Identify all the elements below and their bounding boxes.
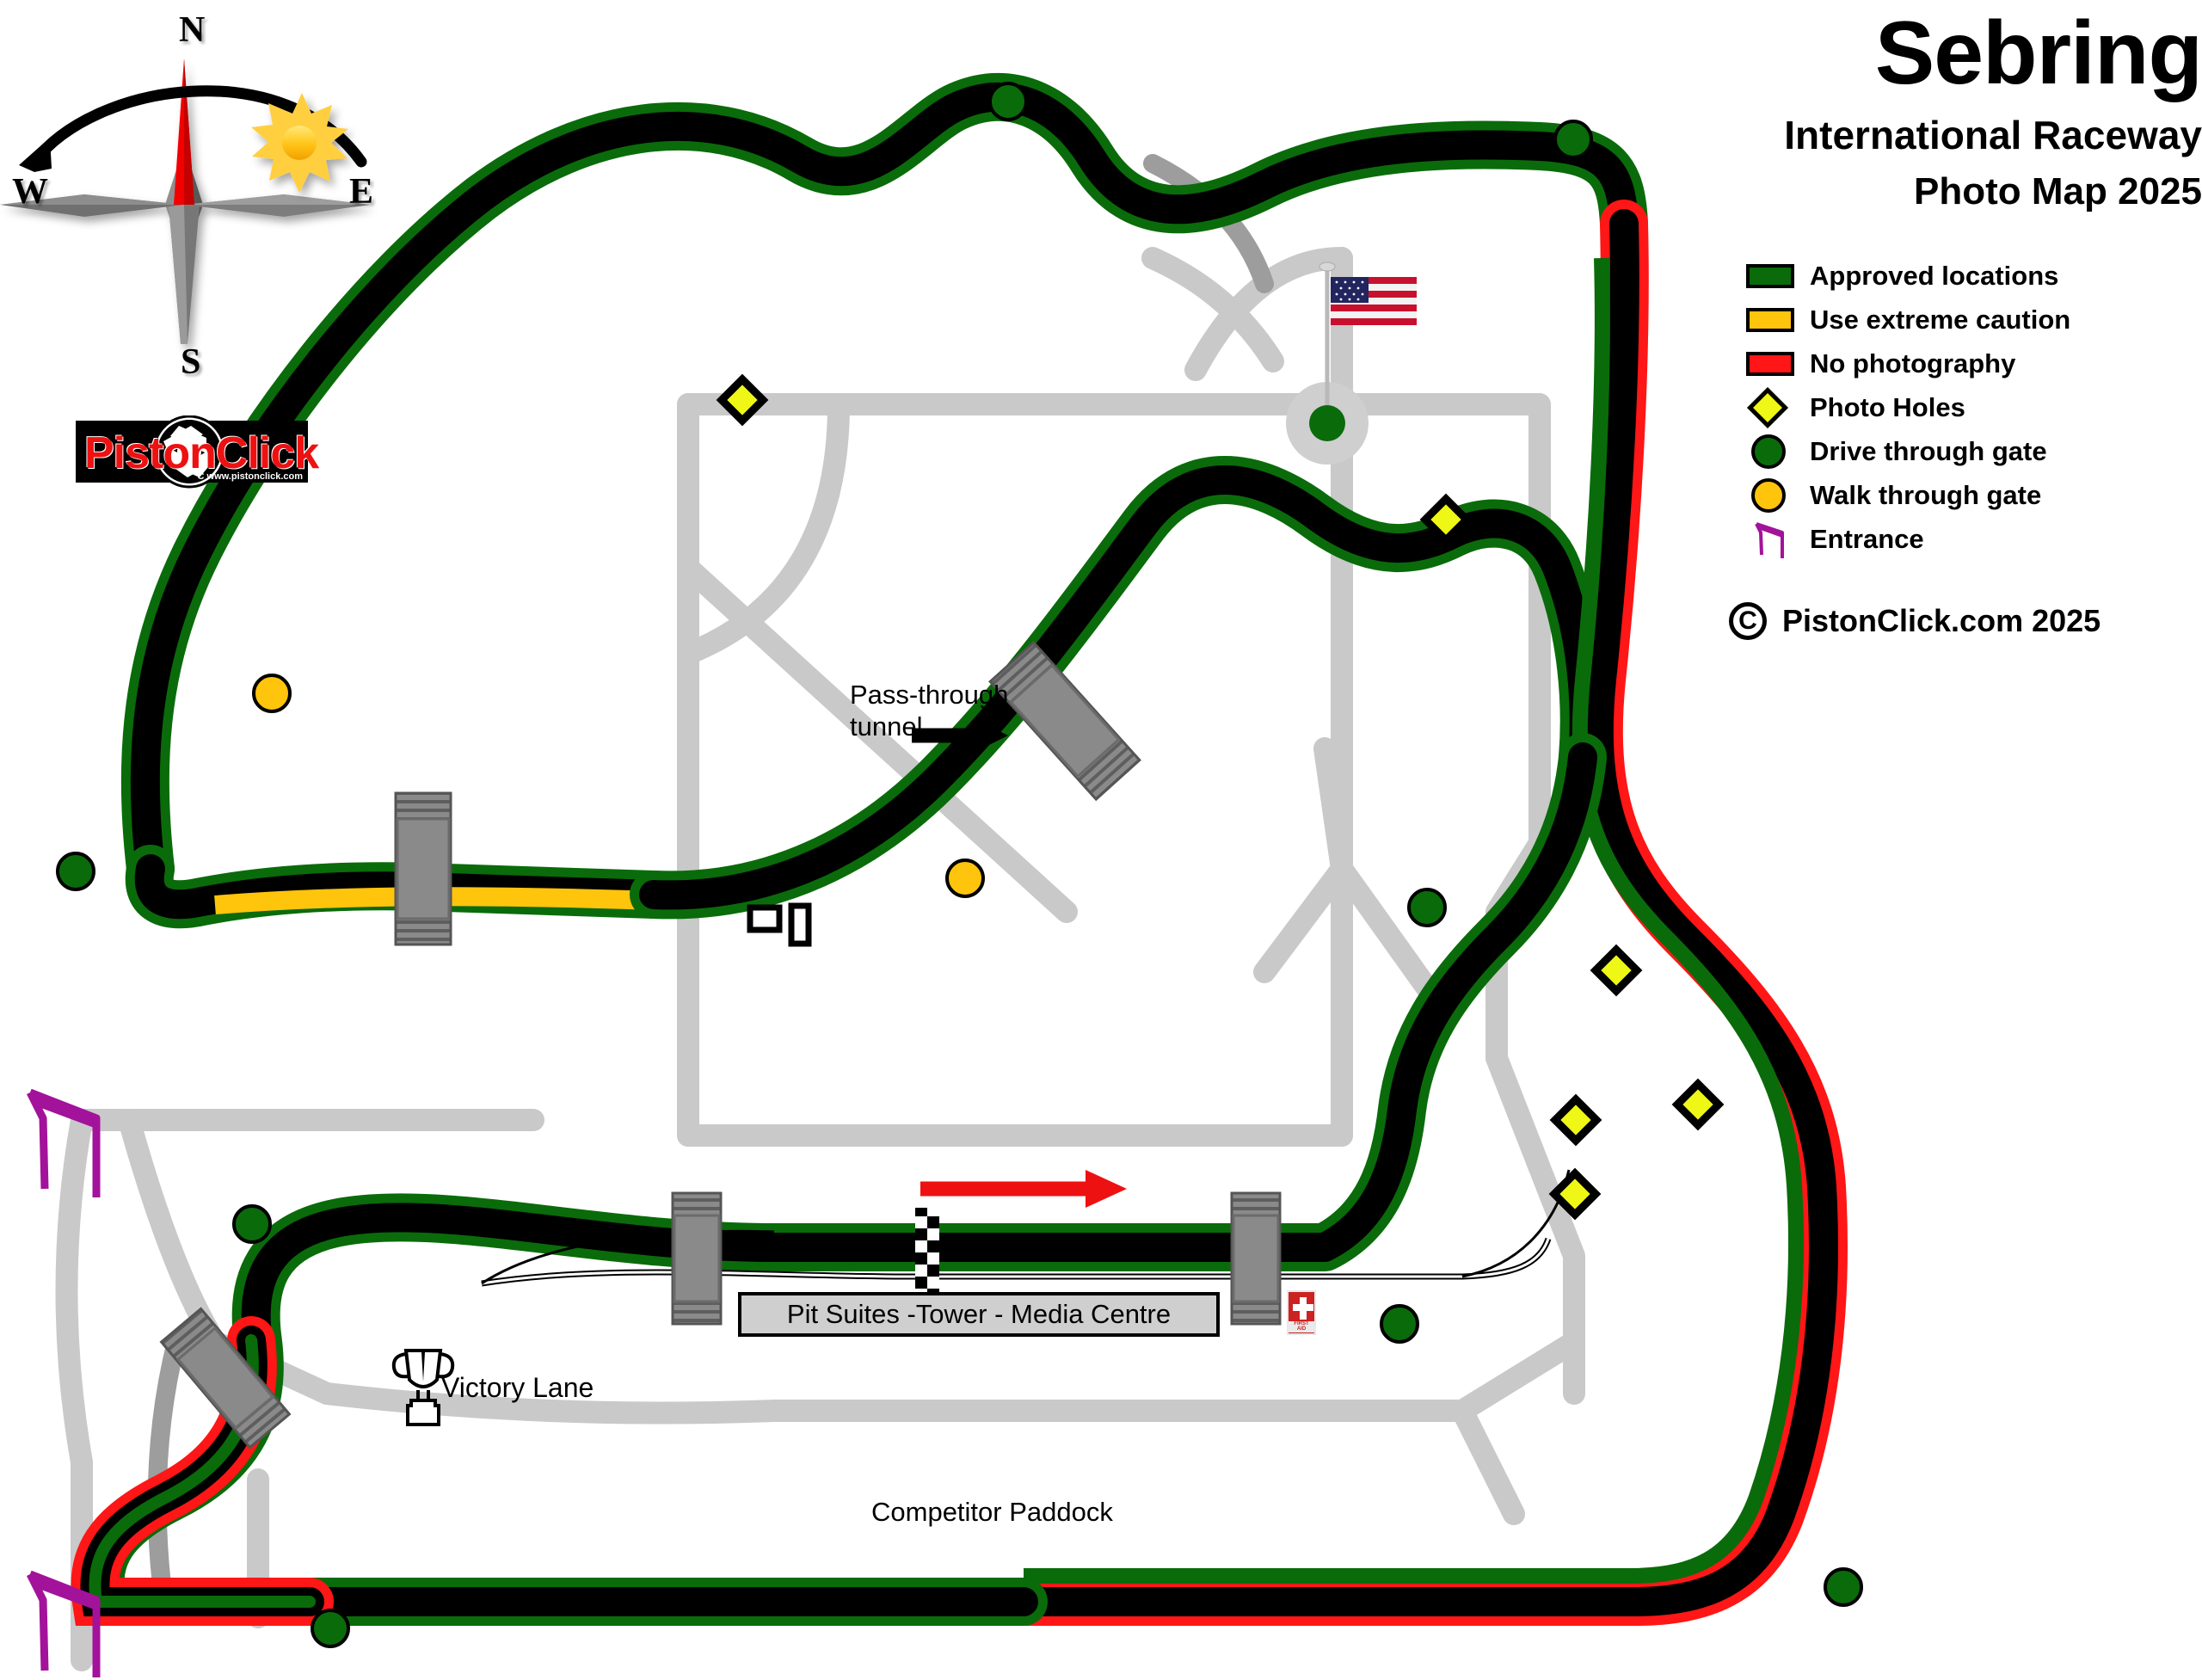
drive-through-gate-icon (1309, 405, 1345, 441)
first-aid-line1: FIRST (1294, 1320, 1309, 1326)
direction-arrow (920, 1170, 1127, 1208)
pass-through-tunnel-label: Pass-through tunnel (850, 680, 1008, 742)
legend-swatch-walk-gate-icon (1746, 477, 1810, 513)
pit-lane (481, 1237, 1552, 1287)
compass-labels: N W E S (9, 4, 378, 382)
copyright-icon: C (1729, 602, 1767, 640)
photo-hole-icon (1590, 944, 1643, 997)
competitor-paddock-label: Competitor Paddock (871, 1497, 1113, 1527)
compass-rose (0, 58, 370, 344)
entrance-marker (26, 1088, 101, 1197)
photo-hole-icon (1419, 493, 1473, 546)
drive-through-gate-icon (1824, 1567, 1863, 1607)
compass-east-label: E (349, 172, 374, 212)
legend-label-no-photography: No photography (1810, 348, 2016, 378)
track-middle-loop (630, 455, 1608, 920)
compass-north-label: N (179, 10, 206, 50)
first-aid-line2: AID (1296, 1326, 1307, 1332)
pit-suites-label: Pit Suites -Tower - Media Centre (786, 1299, 1172, 1329)
drive-through-gate-icon (1553, 120, 1593, 159)
track-east-green-inner (1024, 257, 1804, 1584)
legend-item-use-extreme-caution: Use extreme caution (1746, 298, 2202, 342)
drive-through-gate-icon (56, 852, 95, 891)
photo-hole-icon (1549, 1093, 1602, 1147)
infield-buildings (747, 902, 812, 947)
tunnel-pointer-arrow (912, 719, 1008, 752)
sun-icon (251, 93, 348, 193)
pistonclick-logo[interactable]: PistonClick C www.pistonclick.com (76, 415, 319, 489)
title-block: Sebring International Raceway Photo Map … (1746, 9, 2202, 213)
photo-hole-icon (1671, 1078, 1725, 1131)
entrance-markers (26, 1088, 101, 1677)
legend-item-walk-through-gate: Walk through gate (1746, 473, 2202, 517)
first-aid-cross-icon-horizontal (1293, 1304, 1313, 1311)
legend-swatch-caution (1746, 307, 1810, 332)
page-subtitle-2: Photo Map 2025 (1914, 170, 2202, 212)
walk-through-gate-markers (252, 674, 985, 898)
legend-swatch-no-photography (1746, 351, 1810, 376)
legend-swatch-photo-hole-icon (1746, 386, 1810, 428)
first-aid-sign: FIRST AID (1287, 1290, 1316, 1335)
legend-swatch-entrance-icon (1746, 519, 1810, 560)
copyright-line: C PistonClick.com 2025 (1729, 602, 2101, 640)
photo-hole-icon (716, 373, 769, 427)
compass-south-label: S (181, 342, 201, 382)
logo-wordmark: PistonClick (84, 428, 319, 478)
tunnel-label-line1: Pass-through (850, 680, 1009, 710)
camera-shutter-icon (152, 415, 226, 489)
legend: Approved locations Use extreme caution N… (1746, 254, 2202, 561)
logo-copyright-mark: C (197, 471, 205, 482)
infield-connector (481, 1229, 775, 1285)
drive-through-gate-icon (1407, 888, 1447, 927)
legend-label-entrance: Entrance (1810, 523, 1924, 554)
drive-through-gate-icon (311, 1609, 350, 1648)
entrance-marker (26, 1570, 101, 1677)
flagpole-with-us-flag (1319, 262, 1417, 423)
walk-through-gate-icon (945, 858, 985, 898)
first-aid-text: FIRST AID (1289, 1320, 1314, 1332)
legend-label-approved: Approved locations (1810, 260, 2059, 291)
legend-item-drive-through-gate: Drive through gate (1746, 429, 2202, 473)
legend-item-approved-locations: Approved locations (1746, 254, 2202, 298)
legend-swatch-approved (1746, 263, 1810, 288)
track-east-descent (1000, 200, 1848, 1626)
track-upper-loop (120, 72, 1648, 893)
copyright-text: PistonClick.com 2025 (1782, 603, 2101, 638)
photo-hole-icon (1548, 1167, 1602, 1221)
logo-url: C www.pistonclick.com (198, 471, 303, 482)
walk-through-gate-icon (252, 674, 292, 713)
photo-hole-markers (716, 373, 1725, 1221)
legend-item-entrance: Entrance (1746, 517, 2202, 561)
drive-through-gate-icon (1380, 1304, 1419, 1344)
pit-suites-label-box: Pit Suites -Tower - Media Centre (738, 1292, 1220, 1337)
trophy-icon (391, 1349, 455, 1426)
drive-through-gate-icon (988, 82, 1028, 121)
page-subtitle: International Raceway (1784, 113, 2202, 157)
drive-through-gate-markers (56, 82, 1863, 1648)
drive-through-gate-icon (232, 1204, 272, 1244)
legend-label-caution: Use extreme caution (1810, 304, 2071, 335)
victory-lane-label: Victory Lane (441, 1372, 594, 1403)
us-flag-icon (1331, 277, 1417, 325)
legend-item-no-photography: No photography (1746, 342, 2202, 385)
logo-url-text: www.pistonclick.com (206, 471, 303, 482)
legend-item-photo-holes: Photo Holes (1746, 385, 2202, 429)
legend-label-walk-through-gate: Walk through gate (1810, 479, 2042, 510)
legend-label-drive-through-gate: Drive through gate (1810, 435, 2047, 466)
compass-west-label: W (12, 172, 48, 212)
legend-swatch-drive-gate-icon (1746, 434, 1810, 469)
page-title: Sebring (1874, 3, 2202, 103)
legend-label-photo-holes: Photo Holes (1810, 391, 1965, 422)
bridge-structures (159, 640, 1282, 1449)
tunnel-label-line2: tunnel (850, 711, 923, 742)
